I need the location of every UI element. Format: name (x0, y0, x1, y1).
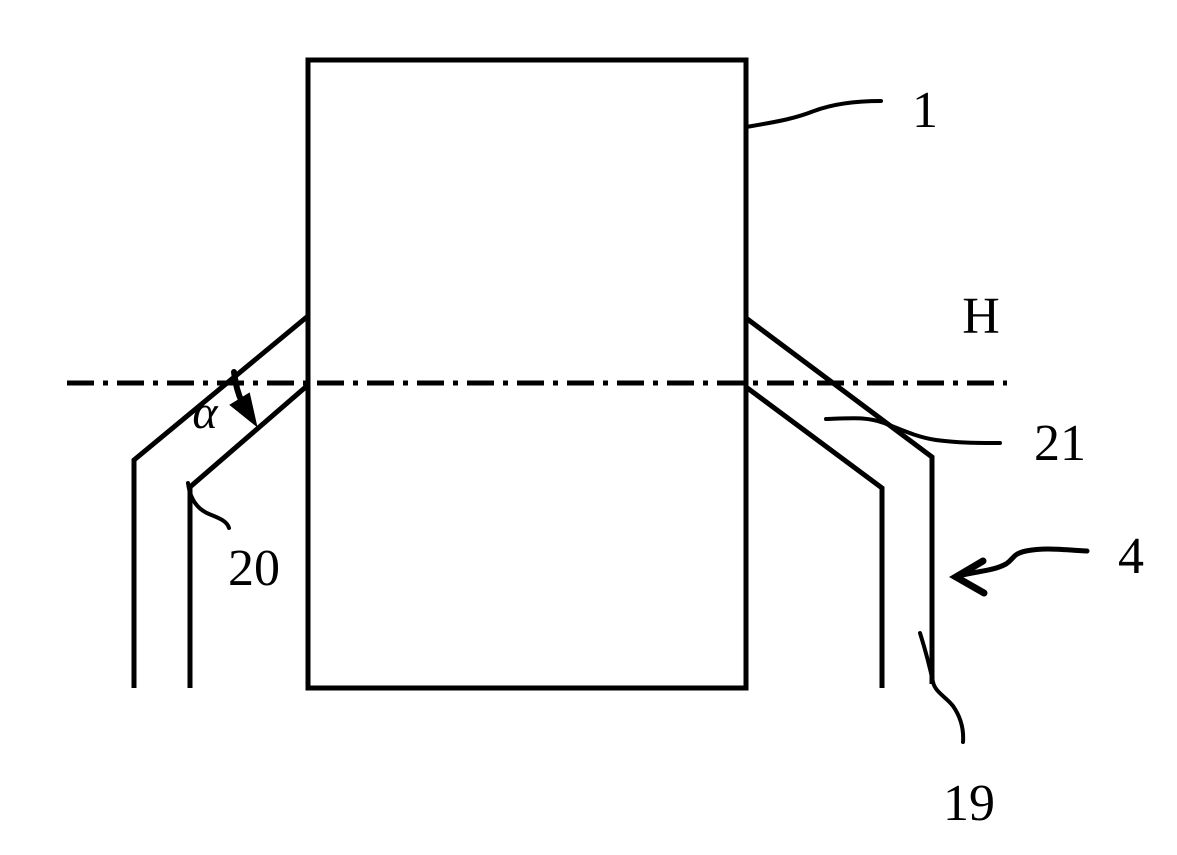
main-body-rectangle (305, 57, 749, 691)
alpha-angle-arrowhead-icon (229, 392, 258, 428)
label-21: 21 (1034, 415, 1086, 472)
label-1: 1 (912, 82, 938, 139)
label-4: 4 (1118, 528, 1144, 585)
leader-line-21 (824, 416, 1002, 445)
right-outer-arm-line (744, 315, 935, 684)
left-outer-arm-line (131, 314, 310, 688)
leader-line-19 (918, 631, 966, 744)
right-inner-arm-line (744, 384, 885, 688)
leader-line-20 (186, 481, 231, 530)
label-h: H (962, 288, 1000, 345)
label-20: 20 (228, 540, 280, 597)
label-4-arrowhead-icon (949, 557, 988, 597)
label-alpha: α (192, 386, 218, 439)
leader-line-1 (744, 99, 883, 129)
label-19: 19 (943, 775, 995, 832)
label-4-arrow-line (955, 546, 1090, 579)
